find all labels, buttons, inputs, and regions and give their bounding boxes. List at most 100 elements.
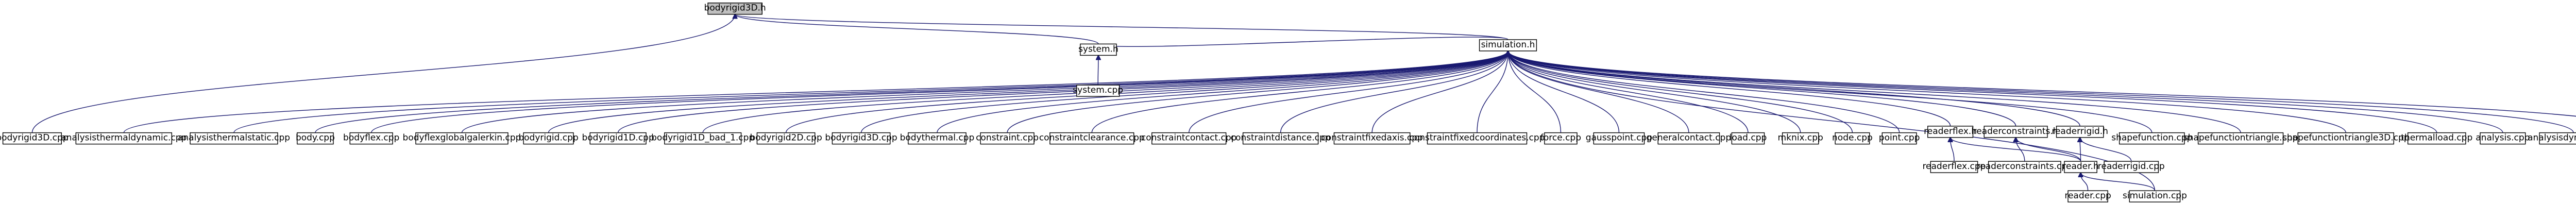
node-load-cpp[interactable]: load.cpp xyxy=(1730,132,1767,145)
edge-n36-to-n3 xyxy=(1508,51,2503,133)
node-box xyxy=(1080,43,1117,56)
node-bodyflexglobalgalerkin-cpp[interactable]: bodyflexglobalgalerkin.cpp xyxy=(403,132,521,145)
node-constraintfixedaxis-cpp[interactable]: constraintfixedaxis.cpp xyxy=(1321,132,1423,145)
node-box xyxy=(1988,161,2061,173)
node-label: reader.cpp xyxy=(2064,191,2111,201)
node-readerflex-h[interactable]: readerflex.h xyxy=(1924,126,1977,138)
node-readerconstraints-h[interactable]: readerconstraints.h xyxy=(1973,126,2059,138)
node-label: shapefunctiontriangle3D.cpp xyxy=(2282,133,2410,143)
edge-n41-to-n29 xyxy=(1951,138,2081,162)
node-label: bodyflex.cpp xyxy=(343,133,399,143)
node-readerflex-cpp[interactable]: readerflex.cpp xyxy=(1922,161,1986,173)
node-box xyxy=(190,132,278,145)
node-bodyrigid-cpp[interactable]: bodyrigid.cpp xyxy=(518,132,579,145)
edge-n13-to-n3 xyxy=(785,51,1508,133)
node-body-cpp[interactable]: body.cpp xyxy=(296,132,335,145)
node-bodyrigid1d-bad-1-cpp[interactable]: bodyrigid1D_bad_1.cpp xyxy=(651,132,754,145)
node-bodyrigid2d-cpp[interactable]: bodyrigid2D.cpp xyxy=(750,132,822,145)
node-thermalload-cpp[interactable]: thermalload.cpp xyxy=(2401,132,2472,145)
node-constraintclearance-cpp[interactable]: constraintclearance.cpp xyxy=(1039,132,1145,145)
node-label: generalcontact.cpp xyxy=(1647,133,1732,143)
node-label: bodyrigid.cpp xyxy=(518,133,578,143)
edge-n28-to-n3 xyxy=(1508,51,1900,133)
node-bodythermal-cpp[interactable]: bodythermal.cpp xyxy=(900,132,975,145)
edge-n20-to-n3 xyxy=(1371,51,1508,133)
node-constraint-cpp[interactable]: constraint.cpp xyxy=(976,132,1039,145)
node-box xyxy=(1927,126,1974,138)
node-label: readerconstraints.cpp xyxy=(1977,161,2073,172)
node-label: readerrigid.h xyxy=(2052,126,2108,137)
edge-n31-to-n3 xyxy=(1508,51,2080,126)
node-box xyxy=(1076,84,1120,97)
node-box xyxy=(2480,132,2526,145)
node-analysisthermalstatic-cpp[interactable]: analysisthermalstatic.cpp xyxy=(178,132,290,145)
node-constraintfixedcoordinates-cpp[interactable]: constraintfixedcoordinates.cpp xyxy=(1410,132,1545,145)
node-constraintcontact-cpp[interactable]: constraintcontact.cpp xyxy=(1141,132,1237,145)
node-label: shapefunctiontriangle.cpp xyxy=(2183,133,2298,143)
node-point-cpp[interactable]: point.cpp xyxy=(1879,132,1920,145)
node-force-cpp[interactable]: force.cpp xyxy=(1540,132,1581,145)
edge-n33-to-n3 xyxy=(1508,51,2241,133)
node-constraintdistance-cpp[interactable]: constraintdistance.cpp xyxy=(1231,132,1331,145)
node-box xyxy=(980,132,1035,145)
node-box xyxy=(1731,132,1765,145)
edge-n26-to-n3 xyxy=(1508,51,1801,133)
node-label: system.cpp xyxy=(1073,85,1123,95)
node-box xyxy=(2407,132,2466,145)
node-readerrigid-h[interactable]: readerrigid.h xyxy=(2052,126,2108,138)
node-generalcontact-cpp[interactable]: generalcontact.cpp xyxy=(1647,132,1732,145)
node-box xyxy=(2297,132,2394,145)
node-gausspoint-cpp[interactable]: gausspoint.cpp xyxy=(1586,132,1652,145)
node-label: constraintclearance.cpp xyxy=(1039,133,1145,143)
node-box xyxy=(756,132,816,145)
node-analysisdynamic-cpp[interactable]: analysisdynamic.cpp xyxy=(2528,132,2576,145)
node-system-h[interactable]: system.h xyxy=(1078,43,1118,56)
node-readerconstraints-cpp[interactable]: readerconstraints.cpp xyxy=(1977,161,2073,173)
node-box xyxy=(2129,190,2181,202)
node-shapefunctiontriangle-cpp[interactable]: shapefunctiontriangle.cpp xyxy=(2183,132,2298,145)
node-label: constraintcontact.cpp xyxy=(1141,133,1237,143)
node-box xyxy=(2197,132,2284,145)
edge-n21-to-n3 xyxy=(1477,51,1508,133)
edge-n9-to-n3 xyxy=(461,51,1508,133)
node-label: constraintdistance.cpp xyxy=(1231,133,1331,143)
edge-n24-to-n3 xyxy=(1508,51,1689,133)
node-bodyrigid3d-cpp[interactable]: bodyrigid3D.cpp xyxy=(0,132,69,145)
node-box xyxy=(1930,161,1978,173)
node-reader-cpp[interactable]: reader.cpp xyxy=(2064,190,2111,202)
node-bodyflex-cpp[interactable]: bodyflex.cpp xyxy=(343,132,399,145)
node-analysisthermaldynamic-cpp[interactable]: analysisthermaldynamic.cpp xyxy=(61,132,187,145)
edges-layer xyxy=(31,14,2576,191)
edge-n7-to-n3 xyxy=(315,51,1508,133)
edge-n27-to-n3 xyxy=(1508,51,1853,133)
edge-n10-to-n3 xyxy=(548,51,1508,133)
node-simulation-h[interactable]: simulation.h xyxy=(1479,39,1537,52)
node-system-cpp[interactable]: system.cpp xyxy=(1073,84,1123,97)
node-simulation-cpp[interactable]: simulation.cpp xyxy=(2123,190,2187,202)
node-bodyrigid3d-h[interactable]: bodyrigid3D.h xyxy=(704,2,766,15)
edge-n18-to-n3 xyxy=(1189,51,1508,133)
node-label: readerflex.cpp xyxy=(1922,161,1986,172)
node-bodyrigid1d-cpp[interactable]: bodyrigid1D.cpp xyxy=(582,132,654,145)
edge-n34-to-n3 xyxy=(1508,51,2346,133)
node-bodyrigid3d-cpp[interactable]: bodyrigid3D.cpp xyxy=(825,132,897,145)
node-box xyxy=(1427,132,1528,145)
node-box xyxy=(589,132,647,145)
node-label: shapefunction.cpp xyxy=(2111,133,2192,143)
node-label: analysisthermaldynamic.cpp xyxy=(61,133,187,143)
node-reader-h[interactable]: reader.h xyxy=(2062,161,2099,173)
node-box xyxy=(415,132,509,145)
node-box xyxy=(1333,132,1411,145)
node-box xyxy=(1479,39,1537,52)
node-shapefunction-cpp[interactable]: shapefunction.cpp xyxy=(2111,132,2192,145)
node-label: readerconstraints.h xyxy=(1973,126,2059,137)
node-box xyxy=(707,2,762,15)
node-box xyxy=(349,132,393,145)
node-mknix-cpp[interactable]: mknix.cpp xyxy=(1778,132,1823,145)
node-analysis-cpp[interactable]: analysis.cpp xyxy=(2476,132,2530,145)
node-label: reader.h xyxy=(2062,161,2098,172)
node-readerrigid-cpp[interactable]: readerrigid.cpp xyxy=(2098,161,2165,173)
node-node-cpp[interactable]: node.cpp xyxy=(1832,132,1873,145)
node-shapefunctiontriangle3d-cpp[interactable]: shapefunctiontriangle3D.cpp xyxy=(2282,132,2410,145)
edge-n15-to-n3 xyxy=(937,51,1508,133)
